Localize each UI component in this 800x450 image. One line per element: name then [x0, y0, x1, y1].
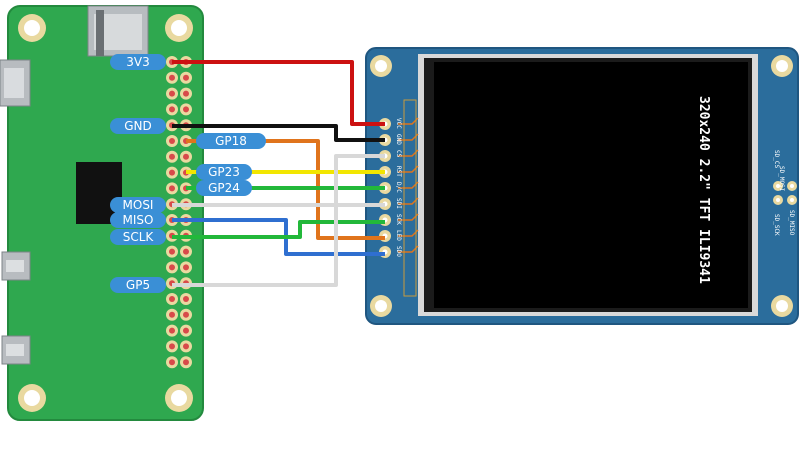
tft-pin-label: CS: [395, 150, 402, 158]
gpio-pin: [180, 340, 192, 353]
svg-text:GND: GND: [124, 119, 152, 133]
gpio-pin: [180, 87, 192, 100]
tft-pin-label: D/C: [395, 182, 402, 193]
wire-3v3-to-vcc: [172, 60, 385, 126]
svg-text:GP23: GP23: [208, 165, 240, 179]
svg-text:GP5: GP5: [126, 278, 150, 292]
gpio-pin: [180, 71, 192, 84]
gpio-pin: [166, 150, 178, 163]
flex-cable-traces: [398, 99, 419, 297]
gpio-pin: [166, 356, 178, 369]
gpio-pin: [180, 308, 192, 321]
svg-text:GP18: GP18: [215, 134, 247, 148]
label-gp23: GP23: [196, 164, 252, 180]
gpio-pin: [180, 245, 192, 258]
gpio-pin: [166, 324, 178, 337]
mount-hole-icon: [771, 295, 793, 317]
label-gp18: GP18: [196, 133, 266, 149]
mount-hole-icon: [165, 14, 193, 42]
pin-labels: 3V3 GND GP18 GP23 GP24 MOSI MISO SCLK: [110, 54, 266, 293]
mount-hole-icon: [18, 384, 46, 412]
svg-text:MISO: MISO: [123, 213, 154, 227]
label-sclk: SCLK: [110, 229, 166, 245]
svg-text:3V3: 3V3: [126, 55, 149, 69]
mount-hole-icon: [771, 55, 793, 77]
gpio-pin: [166, 245, 178, 258]
gpio-pin: [180, 261, 192, 274]
label-miso: MISO: [110, 212, 166, 228]
gpio-pin: [166, 71, 178, 84]
gpio-pin: [180, 356, 192, 369]
label-gp24: GP24: [196, 180, 252, 196]
label-gp5: GP5: [110, 277, 166, 293]
tft-pin-label: RST: [395, 166, 402, 177]
gpio-pin: [166, 103, 178, 116]
tft-pin-label: SCK: [395, 214, 402, 225]
label-3v3: 3V3: [110, 54, 166, 70]
gpio-pin: [166, 166, 178, 179]
label-gnd: GND: [110, 118, 166, 134]
gpio-pin: [180, 293, 192, 305]
mini-hdmi-port-icon: [0, 59, 31, 107]
gpio-pin: [166, 87, 178, 100]
gpio-pin: [166, 340, 178, 353]
mount-hole-icon: [165, 384, 193, 412]
wire-sclk-to-sck: [172, 220, 385, 239]
wire-gp5-to-cs: [172, 154, 385, 287]
sd-pin-pads: [773, 181, 797, 205]
micro-usb-port-icon: [1, 251, 31, 281]
gpio-pin: [166, 308, 178, 321]
label-mosi: MOSI: [110, 197, 166, 213]
sd-pin-label: SD_MOSI: [778, 166, 785, 192]
tft-pin-label: GND: [395, 134, 402, 145]
tft-model-caption: 320x240 2.2" TFT ILI9341: [696, 96, 711, 284]
gpio-header: [166, 56, 192, 369]
sd-card-slot-icon: [87, 5, 149, 57]
sd-pin-label: SD_CS: [773, 150, 780, 168]
wire-gnd-to-gnd: [172, 124, 385, 142]
tft-pin-label: SDO: [395, 246, 402, 257]
gpio-pin: [166, 293, 178, 305]
gpio-pin: [166, 182, 178, 195]
gpio-pin: [166, 135, 178, 147]
pi-zero-board: [0, 5, 204, 421]
gpio-pin: [180, 150, 192, 163]
micro-usb-port-icon: [1, 335, 31, 365]
svg-text:GP24: GP24: [208, 181, 240, 195]
gpio-pin: [180, 324, 192, 337]
mount-hole-icon: [370, 295, 392, 317]
tft-pin-label: VCC: [395, 118, 402, 129]
sd-pin-label: SD_SCK: [773, 214, 780, 236]
gpio-pin: [180, 103, 192, 116]
screen: [434, 62, 748, 308]
mount-hole-icon: [370, 55, 392, 77]
gpio-pin: [166, 261, 178, 274]
mount-hole-icon: [18, 14, 46, 42]
tft-pin-label: SDI: [395, 198, 402, 209]
sd-pin-label: SD_MISO: [788, 210, 795, 236]
svg-text:SCLK: SCLK: [123, 230, 155, 244]
tft-pin-label: LED: [395, 230, 402, 241]
svg-text:MOSI: MOSI: [123, 198, 154, 212]
